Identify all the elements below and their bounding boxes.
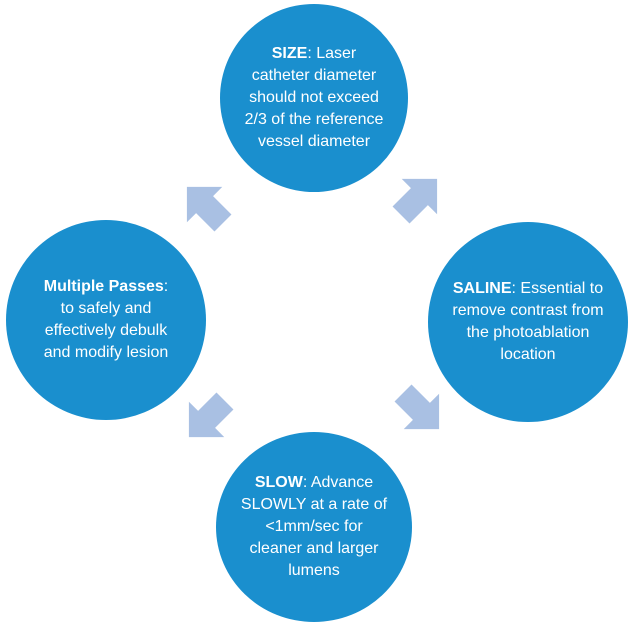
circle-multiple-body: : to safely and effectively debulk and m…: [43, 278, 169, 361]
circle-saline-heading: SALINE: [452, 280, 512, 297]
arrow-size-to-saline: [392, 178, 438, 224]
circle-slow-body: : Advance SLOWLY at a rate of <1mm/sec f…: [240, 474, 388, 579]
circle-slow-text: SLOW: Advance SLOWLY at a rate of <1mm/s…: [240, 472, 389, 582]
circle-saline: SALINE: Essential to remove contrast fro…: [428, 222, 628, 422]
circle-size-text: SIZE: Laser catheter diameter should not…: [243, 43, 386, 153]
arrow-multiple-to-size: [186, 186, 232, 232]
circle-slow-heading: SLOW: [254, 474, 303, 491]
circle-saline-body: : Essential to remove contrast from the …: [452, 280, 604, 363]
arrow-saline-to-slow: [394, 384, 440, 430]
circle-size-heading: SIZE: [271, 45, 308, 62]
circle-size-body: : Laser catheter diameter should not exc…: [244, 45, 384, 150]
arrow-slow-to-multiple: [188, 392, 234, 438]
circle-multiple-heading: Multiple Passes: [43, 278, 164, 295]
circle-slow: SLOW: Advance SLOWLY at a rate of <1mm/s…: [216, 432, 412, 622]
circle-size: SIZE: Laser catheter diameter should not…: [220, 4, 408, 192]
circle-multiple-text: Multiple Passes: to safely and effective…: [36, 276, 176, 364]
circle-saline-text: SALINE: Essential to remove contrast fro…: [452, 278, 604, 366]
circle-multiple: Multiple Passes: to safely and effective…: [6, 220, 206, 420]
